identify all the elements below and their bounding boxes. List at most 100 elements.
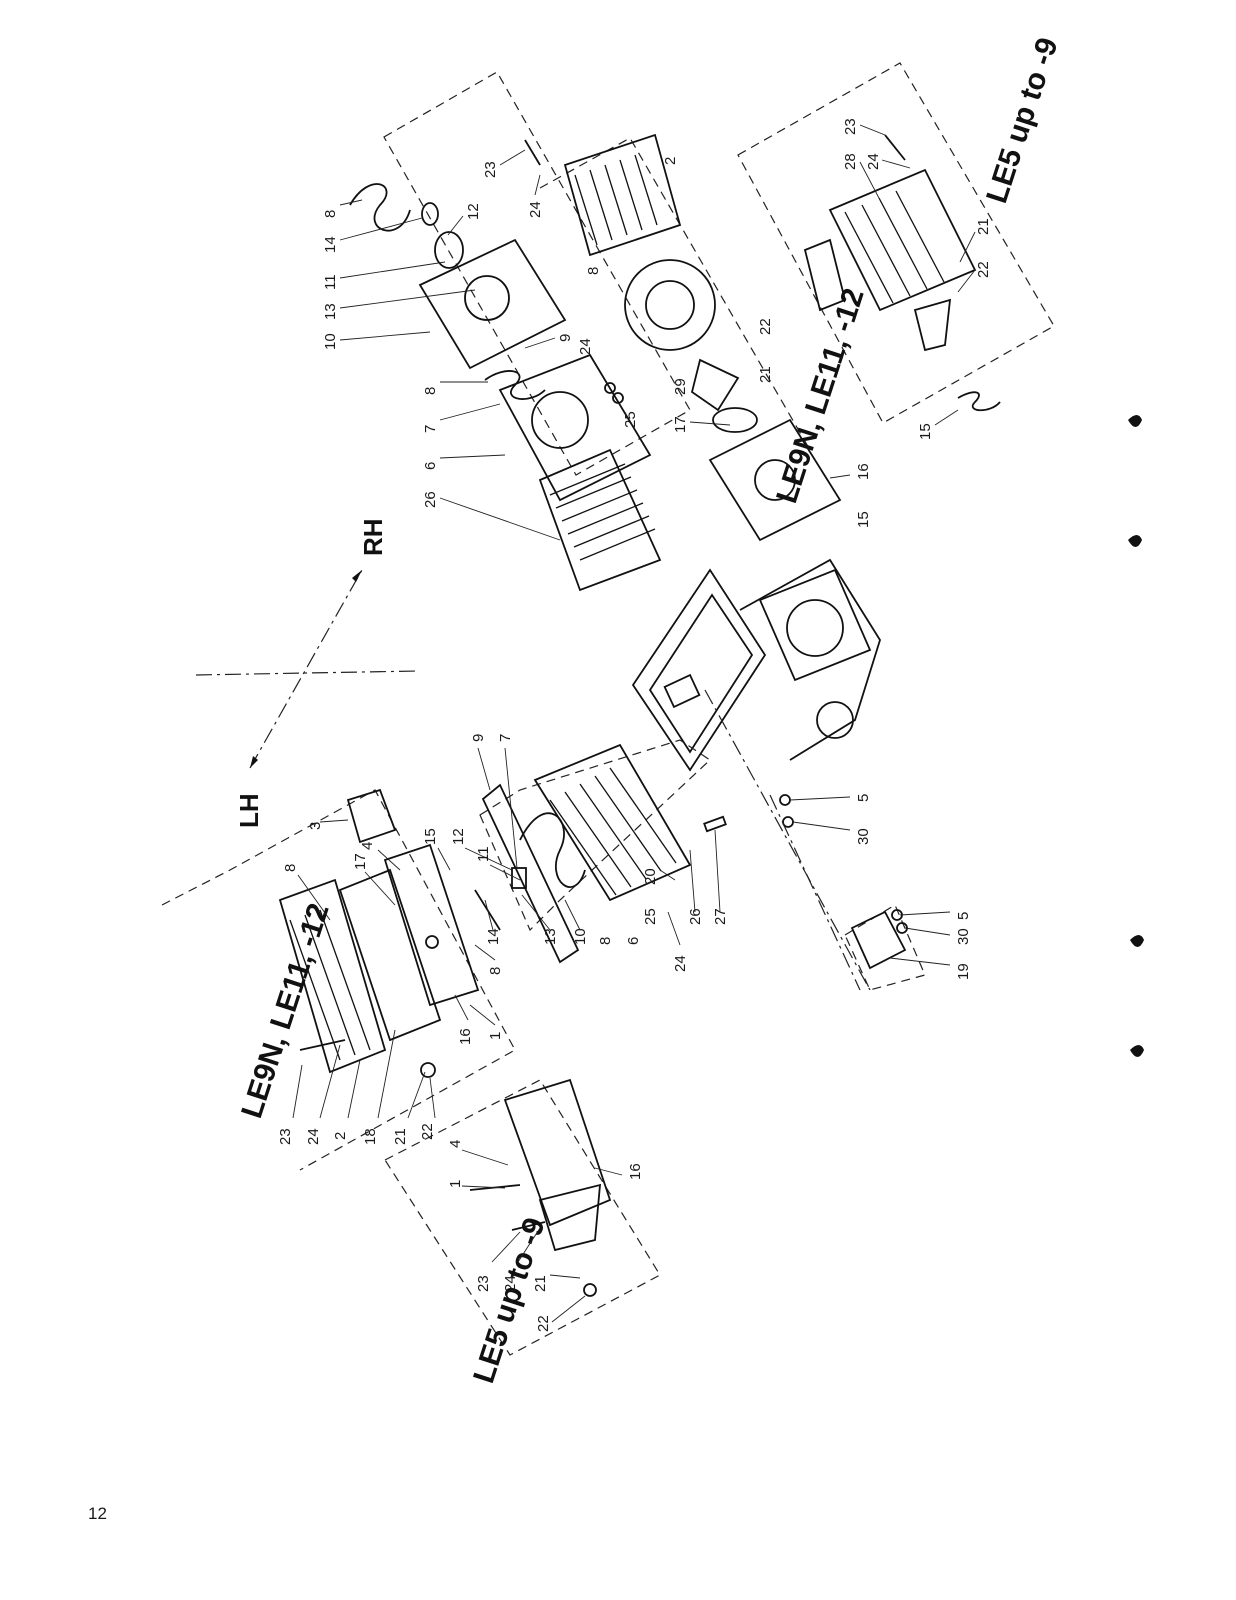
callout: 24 <box>577 338 594 355</box>
valve-disc <box>464 275 510 321</box>
callout: 26 <box>687 908 704 925</box>
callout: 8 <box>597 937 614 945</box>
callout: 14 <box>322 236 339 253</box>
callout: 1 <box>487 1032 504 1040</box>
callout: 27 <box>712 908 729 925</box>
o-ring <box>349 183 411 232</box>
margin-marks <box>1128 415 1144 1057</box>
callout: 16 <box>627 1163 644 1180</box>
variant-title-lower-left-le9n: LE9N, LE11, -12 <box>235 899 335 1122</box>
crankcase <box>631 558 881 991</box>
callout: 4 <box>359 842 376 850</box>
callout: 16 <box>457 1028 474 1045</box>
cylinder-flange <box>498 353 652 502</box>
callout: 6 <box>422 462 439 470</box>
le5-head-plate <box>503 1078 612 1227</box>
lh-le5-callouts: 4 1 16 23 24 21 22 <box>447 1140 644 1332</box>
lh-head-callouts: 3 8 17 4 8 16 1 23 24 2 18 21 22 <box>277 819 504 1145</box>
callout: 25 <box>642 908 659 925</box>
le5-seal <box>957 391 1001 412</box>
callout: 2 <box>332 1132 349 1140</box>
variant-title-lower-left-le5: LE5 up to -9 <box>467 1214 551 1387</box>
callout: 23 <box>482 161 499 178</box>
lh-cylinder-callouts: 9 7 12 11 15 14 13 10 8 6 20 25 24 26 27… <box>422 734 972 980</box>
callout: 21 <box>392 1128 409 1145</box>
le5-bolt <box>884 134 906 161</box>
variant-title-upper-right-le5: LE5 up to -9 <box>980 34 1064 207</box>
callout: 9 <box>557 334 574 342</box>
callout: 10 <box>322 333 339 350</box>
cylinder-head-casting <box>624 259 716 351</box>
manifold-body <box>708 418 842 542</box>
callout: 14 <box>485 928 502 945</box>
valve-cap <box>434 231 464 269</box>
callout: 24 <box>502 1275 519 1292</box>
callout: 16 <box>855 463 872 480</box>
cylinder-bore <box>531 391 589 449</box>
lh-head-gasket <box>338 868 442 1042</box>
crankcase-bore <box>786 599 844 657</box>
page-number: 12 <box>88 1504 107 1523</box>
callout: 10 <box>572 928 589 945</box>
callout: 1 <box>447 1180 464 1188</box>
callout: 2 <box>662 157 679 165</box>
lh-valve-plate <box>383 843 480 1007</box>
rh-le5-callouts: 23 28 24 21 22 15 <box>842 118 992 440</box>
crankcase-body <box>739 558 881 761</box>
callout: 23 <box>277 1128 294 1145</box>
callout: 24 <box>305 1128 322 1145</box>
callout: 8 <box>282 864 299 872</box>
lh-bolt <box>299 1039 346 1051</box>
callout: 23 <box>475 1275 492 1292</box>
callout: 20 <box>642 868 659 885</box>
finned-cover <box>563 133 682 257</box>
callout: 21 <box>532 1275 549 1292</box>
rh-label: RH <box>358 518 388 556</box>
callout: 12 <box>465 203 482 220</box>
callout: 6 <box>625 937 642 945</box>
callout: 25 <box>622 411 639 428</box>
callout: 7 <box>497 734 514 742</box>
callout: 23 <box>842 118 859 135</box>
callout: 4 <box>447 1140 464 1148</box>
lh-pin <box>703 815 727 833</box>
callout: 15 <box>422 828 439 845</box>
le5-intake-tube <box>803 238 847 312</box>
callout: 7 <box>422 425 439 433</box>
le5-outlet-lh <box>538 1183 602 1252</box>
callout: 17 <box>672 416 689 433</box>
lh-label: LH <box>234 793 264 828</box>
callout: 24 <box>865 153 882 170</box>
callout: 15 <box>855 511 872 528</box>
cylinder-barrel <box>538 448 662 592</box>
lh-o-ring <box>519 812 586 888</box>
seal-ring <box>712 407 758 433</box>
callout: 22 <box>419 1123 436 1140</box>
callout: 24 <box>672 955 689 972</box>
inspection-port <box>663 673 701 709</box>
callout: 13 <box>542 928 559 945</box>
callout: 30 <box>955 928 972 945</box>
nut <box>604 382 616 394</box>
rh-cylinder-assembly <box>349 71 842 592</box>
callout: 29 <box>672 378 689 395</box>
cylinder-head-plate <box>418 238 567 370</box>
callout: 18 <box>362 1128 379 1145</box>
lh-nut <box>779 794 791 806</box>
callout: 28 <box>842 153 859 170</box>
callout: 5 <box>955 912 972 920</box>
callout: 26 <box>422 491 439 508</box>
orientation-indicator: LH RH <box>195 518 419 828</box>
callout: 24 <box>527 201 544 218</box>
callout: 21 <box>757 366 774 383</box>
callout: 8 <box>487 967 504 975</box>
lh-gasket-plate <box>481 783 580 964</box>
lh-finned-cover <box>278 878 387 1074</box>
lh-head-box <box>161 788 516 1171</box>
callout: 8 <box>422 387 439 395</box>
valve-spring <box>421 202 439 226</box>
callout: 21 <box>975 218 992 235</box>
callout: 11 <box>475 846 492 862</box>
callout: 8 <box>585 267 602 275</box>
